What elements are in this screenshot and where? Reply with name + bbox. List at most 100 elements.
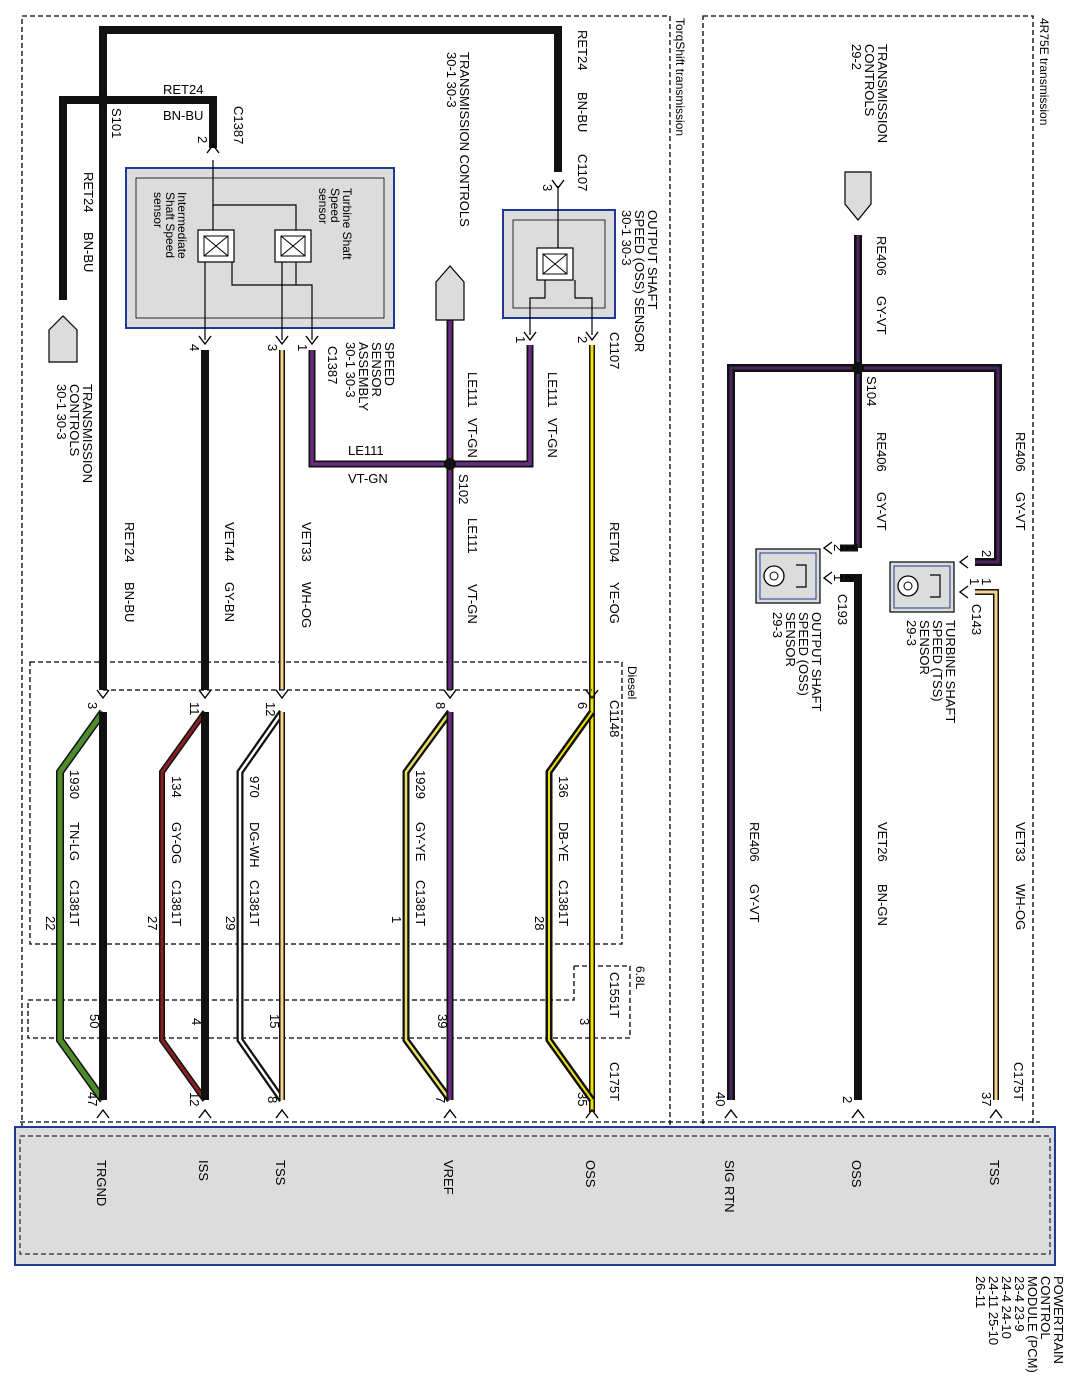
wire-label-le111-h-color: VT-GN — [348, 471, 388, 486]
connector-label-c175t-left: C175T — [607, 1062, 622, 1101]
oss2-label-2: SPEED (OSS) — [796, 612, 811, 696]
connector-label-c193: C193 — [835, 594, 850, 625]
oss-label-1: OUTPUT SHAFT — [645, 210, 660, 309]
wire-label-re406-right: RE406 — [1013, 432, 1028, 472]
ref-tc-left-3: 30-1 30-3 — [54, 384, 69, 440]
pin-c1148-3: 3 — [85, 702, 100, 709]
pin-ssa-3: 3 — [265, 344, 280, 351]
wire-label-vet33: VET33 — [299, 522, 314, 562]
pin-ssa-1: 1 — [295, 344, 310, 351]
ssa-internal-link-b — [231, 258, 313, 340]
wire-label-le111-oss-color: VT-GN — [545, 418, 560, 458]
pin-oss-2: 2 — [575, 336, 590, 343]
wire-label-ret24-c1387-color: BN-BU — [163, 108, 203, 123]
wire-vet33-right-inner — [975, 590, 998, 1100]
pcm-box — [14, 1126, 1056, 1266]
pcm-inner-outline — [19, 1135, 1051, 1255]
pin-c1148-12: 12 — [263, 702, 278, 716]
pin-c175t-37: 37 — [979, 1092, 994, 1106]
pcm-label-line-7: 26-11 — [973, 1276, 988, 1308]
pin-c1148-6: 6 — [575, 702, 590, 709]
pcm-label-line-4: 23-4 23-9 — [1012, 1276, 1027, 1332]
pin-c1551t-4: 4 — [189, 1018, 204, 1025]
pin-c1148-8: 8 — [433, 702, 448, 709]
wire-label-ret04: RET04 — [607, 522, 622, 562]
oss2-label-3: SENSOR — [783, 612, 798, 667]
pcm-label-line-6: 24-11 25-10 — [986, 1276, 1001, 1345]
wire-134-gy-og-inner — [160, 711, 207, 1101]
pin-c175t-35: 35 — [575, 1092, 590, 1106]
wire-label-ret24-main-color: BN-BU — [122, 582, 137, 622]
wire-label-1930: 1930 — [67, 770, 82, 799]
oss2-gear-icon — [763, 564, 807, 588]
wire-label-ret24-top-color: BN-BU — [575, 92, 590, 132]
ssa-intermediate-label-1: Intermediate — [175, 192, 189, 259]
ref-tc-mid-2: 30-1 30-3 — [444, 52, 459, 108]
tss2-label-3: SENSOR — [917, 620, 932, 675]
wire-label-134-conn: C1381T — [169, 880, 184, 926]
pin-c1551t-15: 15 — [267, 1014, 282, 1028]
oss-internal-link-b — [574, 280, 593, 335]
pcm-pin-vref: VREF — [441, 1160, 456, 1195]
wire-label-1930-color: TN-LG — [67, 822, 82, 861]
wire-label-le111-top: LE111 — [465, 372, 480, 408]
ssa-internal-circuit — [212, 160, 297, 232]
ssa-label-2: SENSOR — [369, 342, 384, 397]
wire-vet33-right-outer — [975, 589, 999, 1100]
tss2-sensor-inner — [893, 565, 951, 609]
wire-label-le111-main-color: VT-GN — [465, 584, 480, 624]
wire-1929-gy-ye-inner — [404, 711, 452, 1101]
wire-label-970-conn: C1381T — [247, 880, 262, 926]
connector-label-c1107-top: C1107 — [575, 154, 590, 191]
wire-label-ret24-main: RET24 — [122, 522, 137, 562]
oss-internal-link — [529, 280, 546, 335]
tss2-label-4: 29-3 — [904, 620, 919, 646]
pcm-pin-oss-r: OSS — [849, 1160, 864, 1188]
pcm-pin-tss: TSS — [273, 1160, 288, 1186]
connector-label-c175t-right: C175T — [1011, 1062, 1026, 1101]
oss-sensor-inner — [512, 219, 606, 309]
wire-label-136-color: DB-YE — [556, 822, 571, 862]
wire-label-970: 970 — [247, 776, 262, 798]
wire-970-dg-wh-inner — [238, 711, 284, 1101]
wire-label-re406-right-color: GY-VT — [1013, 492, 1028, 531]
oss2-label-1: OUTPUT SHAFT — [809, 612, 824, 711]
splice-s104 — [852, 362, 864, 374]
ssa-turbine-label-1: Turbine Shaft — [340, 188, 354, 260]
connector-label-c143: C143 — [969, 604, 984, 635]
wire-label-970-color: DG-WH — [247, 822, 262, 868]
wire-label-1929-color: GY-YE — [413, 822, 428, 862]
ssa-turbine-label-3: sensor — [316, 188, 330, 224]
wire-label-re406-left: RE406 — [747, 822, 762, 862]
ssa-intermediate-label-3: sensor — [151, 192, 165, 228]
wire-label-le111-oss: LE111 — [545, 372, 560, 408]
pin-c175t-12: 12 — [187, 1092, 202, 1106]
ref-tc-right-2: CONTROLS — [862, 44, 877, 117]
tss2-gear-icon — [897, 574, 941, 598]
pin-c175t-2: 2 — [840, 1096, 855, 1103]
wire-vet26 — [840, 574, 862, 1100]
wire-re406-left-inner — [729, 366, 858, 1100]
pcm-pin-iss: ISS — [196, 1160, 211, 1181]
pin-c1551t-50: 50 — [87, 1014, 102, 1028]
wire-label-vet44: VET44 — [222, 522, 237, 562]
wire-label-re406-mid: RE406 — [874, 432, 889, 472]
pin-oss-1: 1 — [513, 336, 528, 343]
pcm-label-line-2: CONTROL — [1038, 1276, 1053, 1340]
ref-tc-mid-1: TRANSMISSION CONTROLS — [457, 52, 472, 227]
wire-label-ret24-left: RET24 — [81, 172, 96, 212]
ssa-label-1: SPEED — [382, 342, 397, 386]
pcm-label-line-1: POWERTRAIN — [1051, 1276, 1066, 1364]
oss-sensor-x2 — [542, 253, 568, 275]
wire-label-vet26-color: BN-GN — [875, 884, 890, 926]
pin-c193-a: 1 — [843, 544, 858, 551]
splice-label-s102: S102 — [456, 474, 471, 504]
ref-tc-left-2: CONTROLS — [67, 384, 82, 457]
connector-label-c1551t: C1551T — [607, 972, 622, 1018]
splice-label-s104: S104 — [864, 376, 879, 406]
tss2-label-1: TURBINE SHAFT — [943, 620, 958, 723]
connector-label-c1107-bot: C1107 — [607, 332, 622, 369]
section-label-68l: 6.8L — [633, 966, 647, 990]
diesel-section-outline — [29, 661, 623, 945]
